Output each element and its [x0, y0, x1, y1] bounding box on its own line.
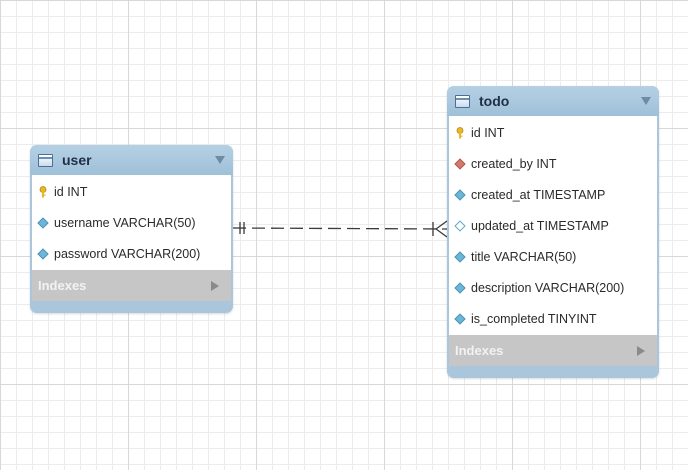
indexes-section[interactable]: Indexes	[32, 270, 231, 301]
table-name: user	[62, 152, 92, 168]
key-icon	[38, 185, 48, 198]
table-user[interactable]: user id INT username VARCHAR(50) passwor…	[30, 145, 233, 313]
expand-arrow-icon[interactable]	[211, 280, 219, 291]
column-label: id INT	[54, 184, 88, 199]
indexes-label: Indexes	[455, 343, 504, 358]
column-row[interactable]: username VARCHAR(50)	[32, 207, 231, 238]
table-footer	[447, 366, 659, 378]
indexes-section[interactable]: Indexes	[449, 335, 657, 366]
column-row[interactable]: updated_at TIMESTAMP	[449, 210, 657, 241]
columns-list: id INT created_by INT created_at TIMESTA…	[449, 116, 657, 335]
table-icon	[38, 153, 53, 167]
diamond-icon	[454, 250, 466, 263]
key-icon	[455, 126, 465, 139]
hollow-diamond-icon	[454, 219, 466, 232]
column-label: is_completed TINYINT	[471, 311, 597, 326]
column-row[interactable]: description VARCHAR(200)	[449, 272, 657, 303]
column-row[interactable]: password VARCHAR(200)	[32, 238, 231, 269]
column-label: updated_at TIMESTAMP	[471, 218, 609, 233]
table-header[interactable]: todo	[447, 86, 659, 116]
columns-list: id INT username VARCHAR(50) password VAR…	[32, 175, 231, 270]
crows-foot-lower	[435, 228, 448, 238]
relationship-line[interactable]	[232, 227, 448, 230]
column-label: password VARCHAR(200)	[54, 246, 201, 261]
expand-arrow-icon[interactable]	[637, 345, 645, 356]
column-label: title VARCHAR(50)	[471, 249, 577, 264]
column-label: created_at TIMESTAMP	[471, 187, 606, 202]
diamond-icon	[37, 216, 49, 229]
diamond-icon	[454, 312, 466, 325]
collapse-toggle-icon[interactable]	[641, 97, 651, 105]
foreign-key-diamond-icon	[454, 157, 466, 170]
column-row[interactable]: id INT	[32, 176, 231, 207]
table-header[interactable]: user	[30, 145, 233, 175]
column-row[interactable]: title VARCHAR(50)	[449, 241, 657, 272]
column-row[interactable]: is_completed TINYINT	[449, 303, 657, 334]
diamond-icon	[37, 247, 49, 260]
table-name: todo	[479, 93, 510, 109]
column-row[interactable]: created_by INT	[449, 148, 657, 179]
column-label: username VARCHAR(50)	[54, 215, 196, 230]
indexes-label: Indexes	[38, 278, 87, 293]
column-label: created_by INT	[471, 156, 557, 171]
column-row[interactable]: created_at TIMESTAMP	[449, 179, 657, 210]
table-todo[interactable]: todo id INT created_by INT created_at TI…	[447, 86, 659, 378]
table-icon	[455, 94, 470, 108]
diamond-icon	[454, 281, 466, 294]
table-footer	[30, 301, 233, 313]
column-label: description VARCHAR(200)	[471, 280, 625, 295]
crows-foot-upper	[435, 220, 448, 230]
column-row[interactable]: id INT	[449, 117, 657, 148]
diamond-icon	[454, 188, 466, 201]
column-label: id INT	[471, 125, 505, 140]
collapse-toggle-icon[interactable]	[215, 156, 225, 164]
